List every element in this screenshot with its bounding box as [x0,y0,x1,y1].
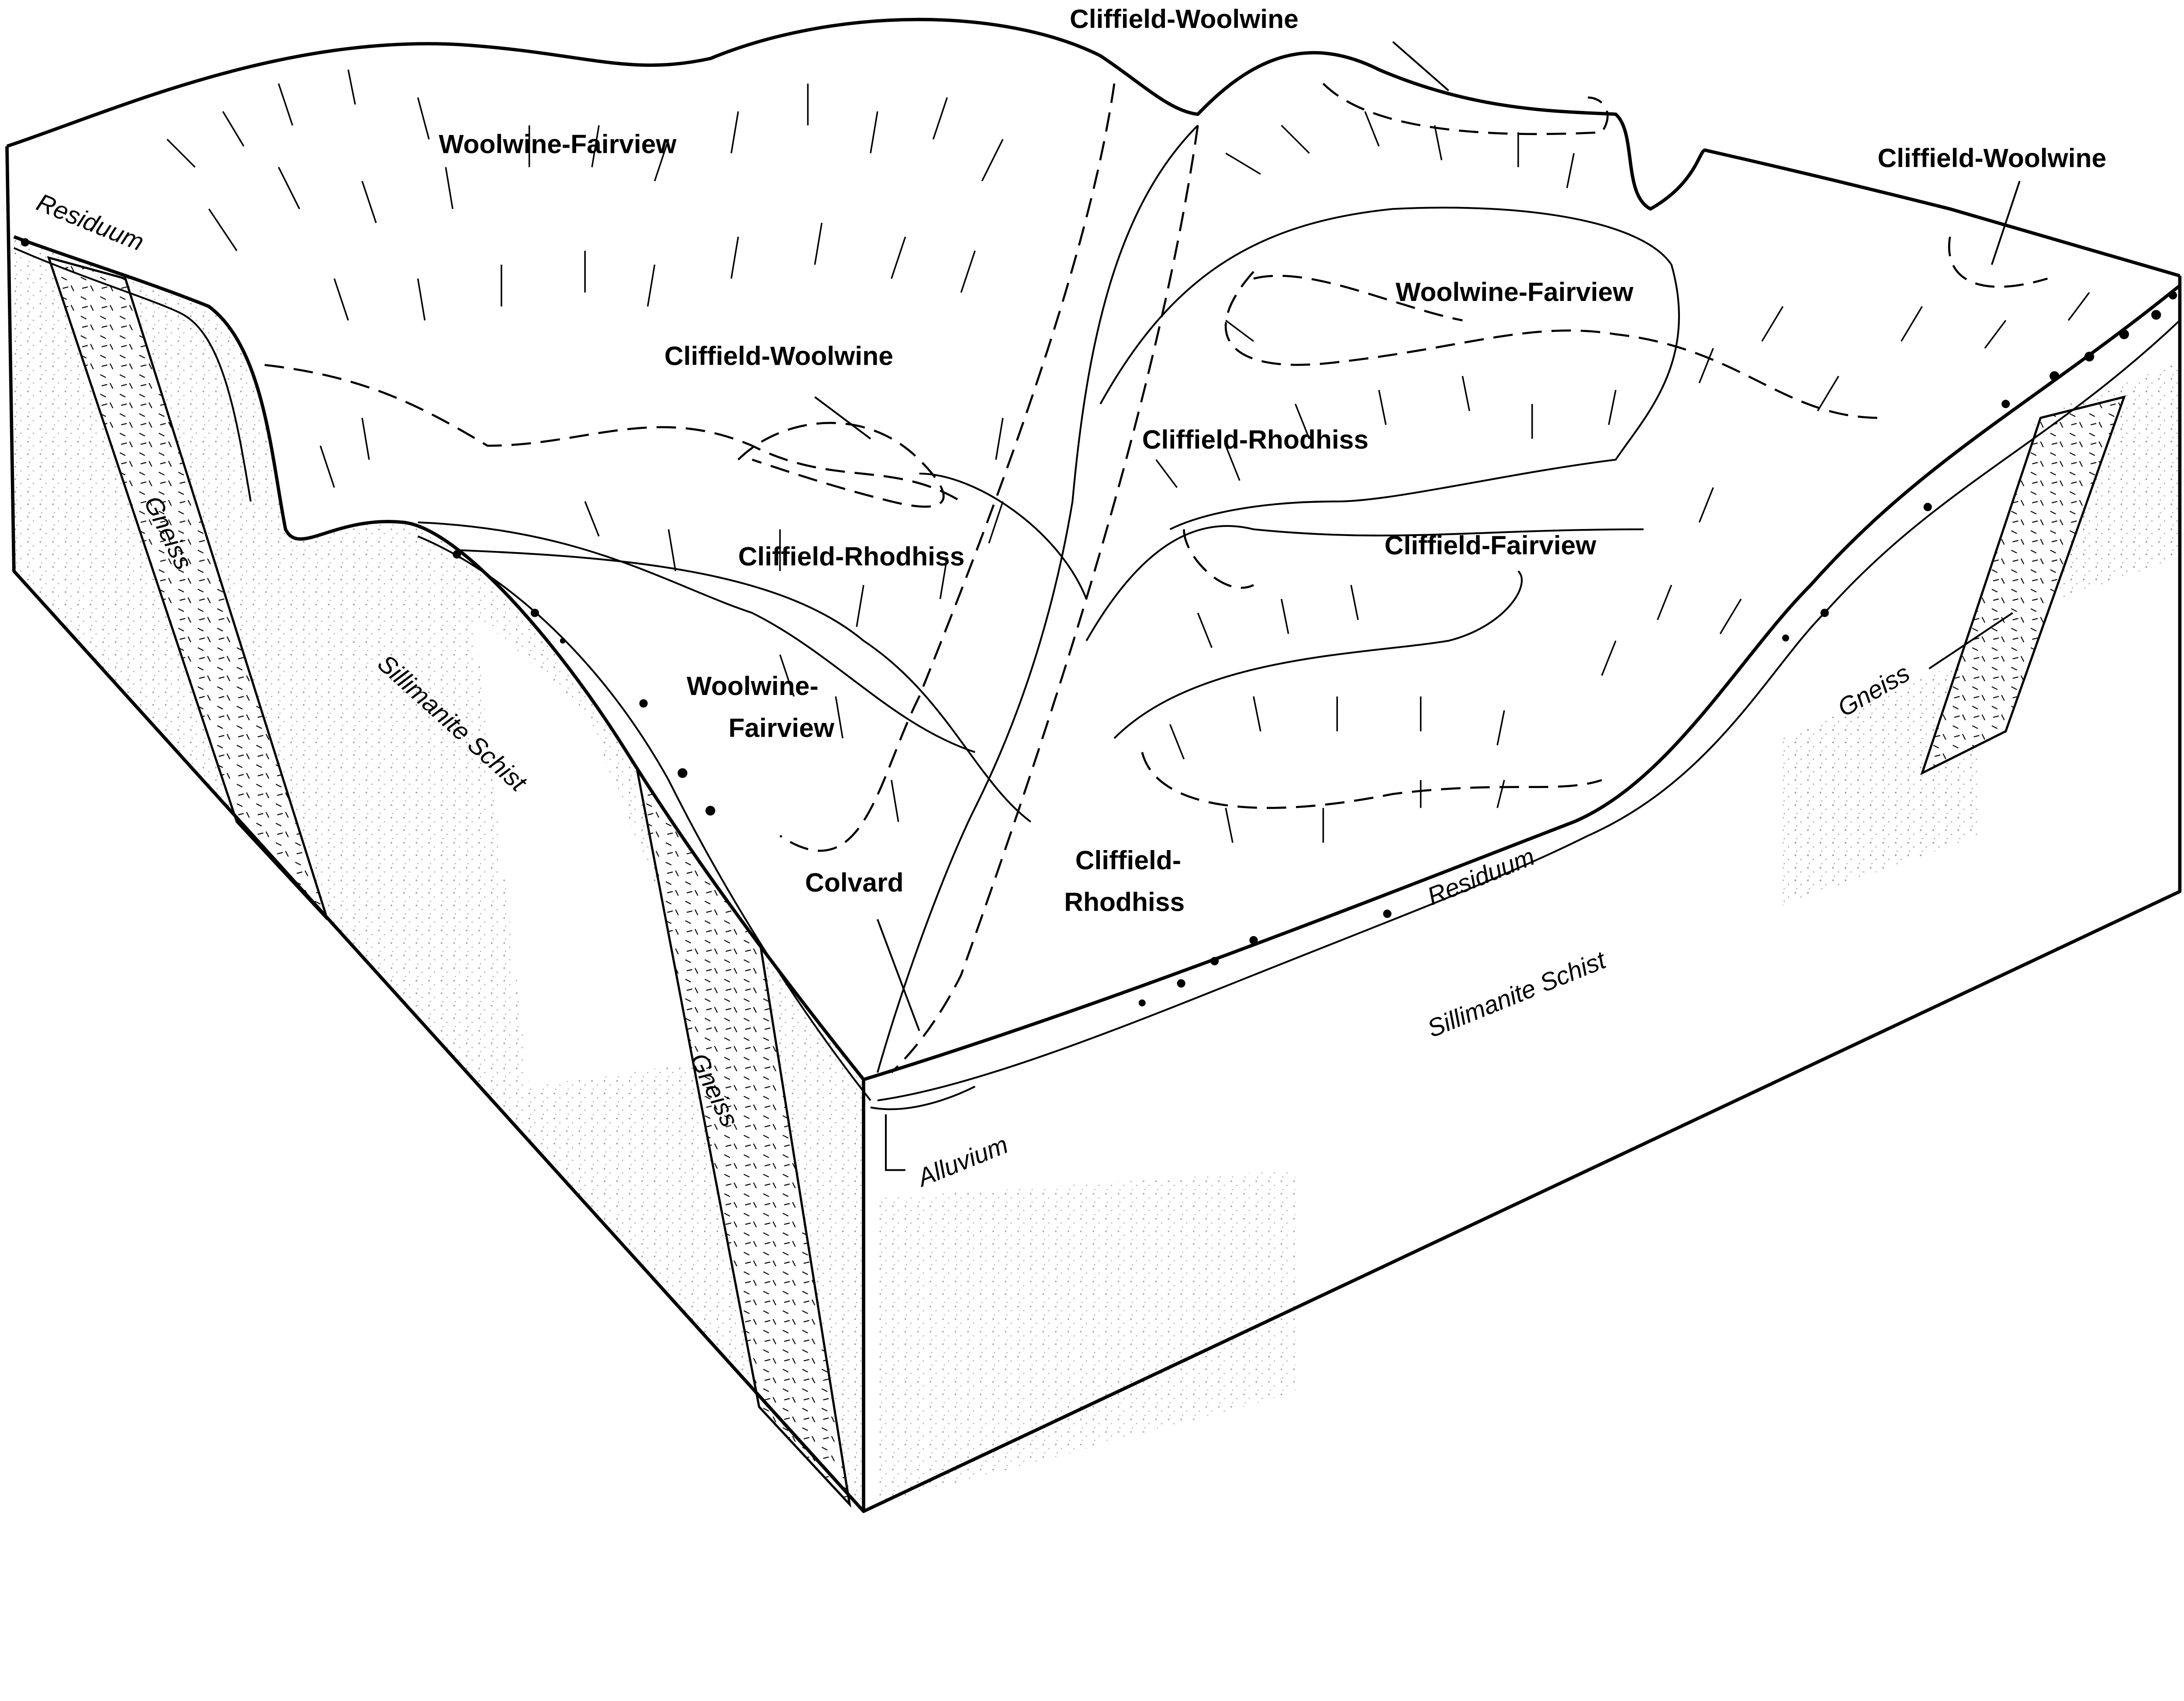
left-face [14,237,864,1511]
label-cliffield-rhodhiss-right: Cliffield-Rhodhiss [1142,425,1368,454]
arrow-cliffield-woolwine-top [1392,41,1449,91]
label-woolwine-fairview-top: Woolwine-Fairview [439,129,677,159]
sillimanite-schist-left-fill [14,237,864,1511]
schist-clear-area [473,613,725,1087]
label-cliffield-rhodhiss-center: Cliffield-Rhodhiss [738,542,964,571]
label-woolwine-fairview-right: Woolwine-Fairview [1396,277,1634,307]
label-cliffield-woolwine-right: Cliffield-Woolwine [1877,143,2106,173]
residuum-layer-left [14,247,252,502]
label-cliffield-woolwine-top: Cliffield-Woolwine [1070,4,1299,34]
arrow-colvard [876,919,920,1031]
soil-boundaries [264,83,2048,1074]
label-cliffield-fairview: Cliffield-Fairview [1385,530,1597,560]
terrain-lines [418,124,1680,1073]
residuum-layer-right [877,319,2181,1102]
block-outline [5,17,2182,1513]
gneiss-band-left-texture [48,257,328,920]
gneiss-band-center-texture [633,752,850,1504]
label-cliffield-rhodhiss-lower-2: Rhodhiss [1064,887,1185,916]
land-surface [7,19,2180,1080]
alluvium-layer [870,1086,976,1110]
gravel-dots [21,238,2177,1006]
block-diagram: Woolwine-Fairview Cliffield-Woolwine Cli… [5,3,2182,1513]
label-woolwine-fairview-lower-1: Woolwine- [687,671,819,701]
slope-hatching [166,69,2090,843]
diagram-canvas: Woolwine-Fairview Cliffield-Woolwine Cli… [5,4,2182,1513]
arrow-cliffield-woolwine-right [1990,180,2021,265]
label-cliffield-rhodhiss-lower-1: Cliffield- [1075,845,1181,875]
arrow-cliffield-woolwine-center [814,396,871,440]
label-cliffield-woolwine-center: Cliffield-Woolwine [664,341,893,370]
soil-labels: Woolwine-Fairview Cliffield-Woolwine Cli… [439,4,2106,917]
leader-arrows [814,41,2021,1031]
alluvium-leader [885,1114,905,1171]
label-colvard: Colvard [805,868,904,897]
arrow-gneiss-right [1928,612,2013,670]
gneiss-band-right-texture [1922,397,2124,773]
label-woolwine-fairview-lower-2: Fairview [729,713,835,743]
right-face [864,285,2180,1511]
